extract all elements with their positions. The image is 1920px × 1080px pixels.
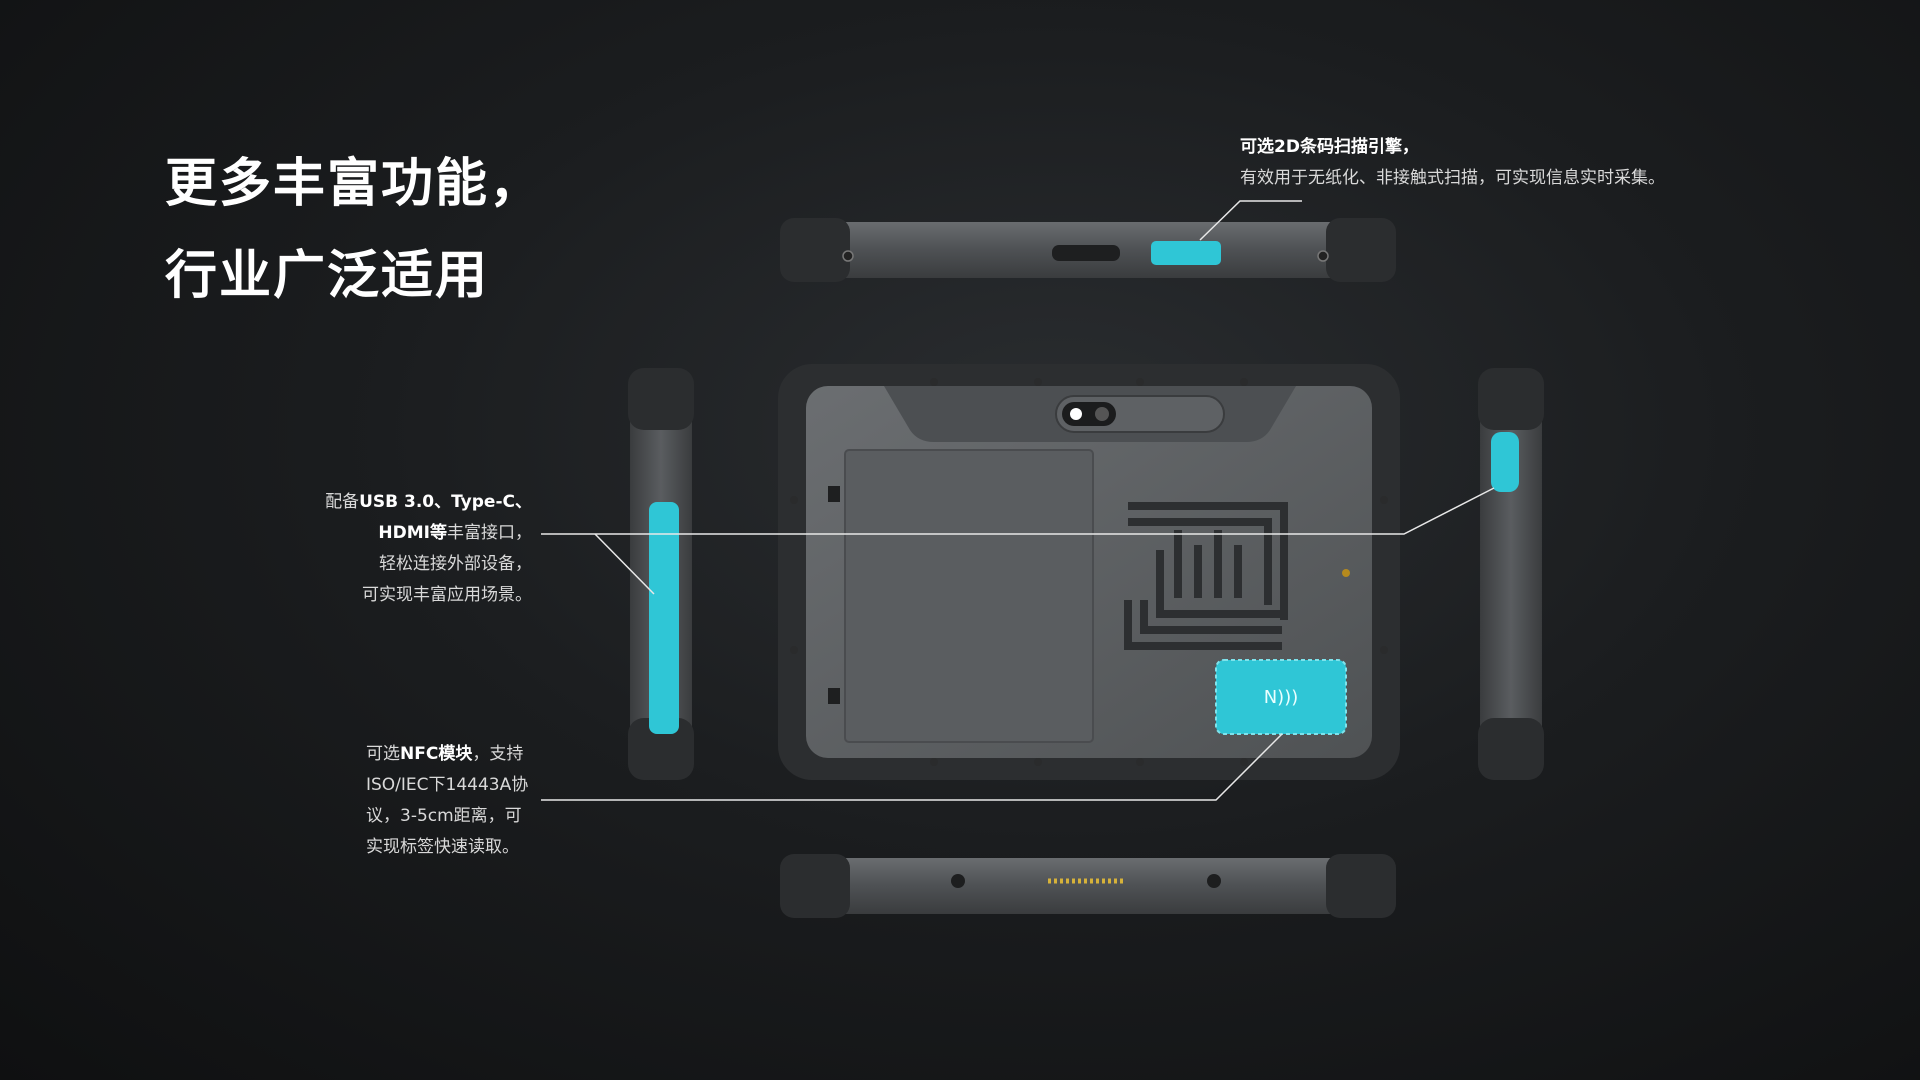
nfc-icon: N)))	[1264, 687, 1299, 708]
callout-scanner-title: 可选2D条码扫描引擎，	[1240, 137, 1419, 157]
tablet-top-edge	[780, 218, 1396, 282]
callout-ports-l3: 轻松连接外部设备，	[379, 554, 532, 574]
brand-logo-icon	[1124, 502, 1288, 650]
scan-button	[1491, 432, 1519, 492]
callout-ports: 配备USB 3.0、Type-C、 HDMI等丰富接口， 轻松连接外部设备， 可…	[272, 487, 532, 611]
callout-ports-l2-bold: HDMI等	[378, 523, 447, 543]
callout-nfc-l2: ISO/IEC下14443A协	[366, 775, 529, 795]
callout-ports-l4: 可实现丰富应用场景。	[362, 585, 532, 605]
callout-scanner: 可选2D条码扫描引擎， 有效用于无纸化、非接触式扫描，可实现信息实时采集。	[1240, 132, 1760, 194]
callout-ports-l2-rest: 丰富接口，	[447, 523, 532, 543]
callout-nfc-l1-bold: NFC模块	[400, 744, 473, 764]
headline: 更多丰富功能， 行业广泛适用	[165, 158, 543, 302]
callout-nfc-l3: 议，3-5cm距离，可	[366, 806, 522, 826]
tablet-back-view: N)))	[778, 364, 1400, 780]
tablet-left-side	[628, 368, 694, 780]
headline-line-1: 更多丰富功能，	[165, 154, 544, 214]
port-cover	[649, 502, 679, 734]
callout-nfc-l1-prefix: 可选	[366, 744, 400, 764]
callout-nfc-l4: 实现标签快速读取。	[366, 837, 519, 857]
headline-line-2: 行业广泛适用	[165, 246, 490, 306]
callout-nfc: 可选NFC模块，支持 ISO/IEC下14443A协 议，3-5cm距离，可 实…	[366, 739, 546, 863]
callout-ports-l1-prefix: 配备	[325, 492, 360, 512]
callout-nfc-l1-rest: ，支持	[472, 744, 524, 764]
tablet-right-side	[1478, 368, 1544, 780]
callout-scanner-body: 有效用于无纸化、非接触式扫描，可实现信息实时采集。	[1240, 168, 1665, 188]
scanner-window	[1151, 241, 1221, 265]
callout-ports-l1-bold: USB 3.0、Type-C、	[359, 492, 532, 512]
tablet-bottom-edge	[780, 854, 1396, 918]
